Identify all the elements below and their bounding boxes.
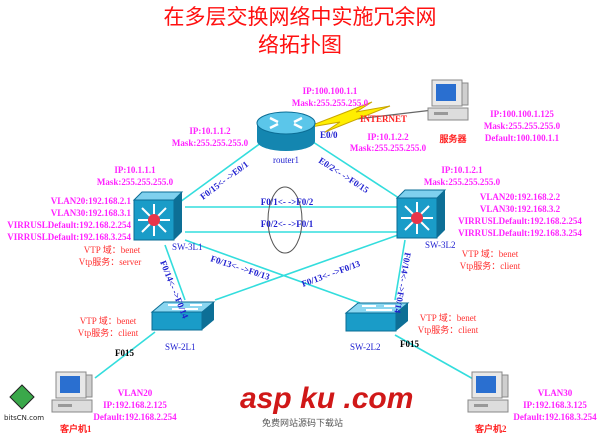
client2-default: Default:192.168.3.254 bbox=[513, 412, 597, 422]
sw2l1-name: SW-2L1 bbox=[165, 342, 196, 352]
sw3l1-ip: IP:10.1.1.1 bbox=[114, 165, 156, 175]
client1-vlan: VLAN20 bbox=[118, 388, 153, 398]
server-mask: Mask:255.255.255.0 bbox=[484, 121, 561, 131]
router-right-ip: IP:10.1.2.2 bbox=[367, 132, 409, 142]
etherchannel-ellipse bbox=[267, 186, 303, 254]
sw3l1-mask: Mask:255.255.255.0 bbox=[97, 177, 174, 187]
client2-pc-icon bbox=[467, 371, 509, 413]
sw3l2-vtp-mode: Vtp服务：client bbox=[460, 260, 521, 271]
port-label-router-sw3l1: F0/15<- ->E0/1 bbox=[198, 159, 250, 202]
link-sw2l2-client2 bbox=[394, 334, 476, 381]
sw3l1-vlan30: VLAN30:192.168.3.1 bbox=[51, 208, 132, 218]
client1-pc-icon bbox=[51, 371, 93, 413]
sw3l1-vrrp1: VIRRUSLDefault:192.168.2.254 bbox=[7, 220, 131, 230]
bitscn-watermark-logo: bitsCN.com bbox=[4, 384, 44, 422]
sw3l2-vrrp1: VIRRUSLDefault:192.168.2.254 bbox=[458, 216, 582, 226]
router-e00-port: E0/0 bbox=[320, 130, 338, 140]
client2-vlan: VLAN30 bbox=[538, 388, 573, 398]
diagram-title-line1: 在多层交换网络中实施冗余网 bbox=[164, 5, 437, 29]
server-name: 服务器 bbox=[439, 133, 467, 144]
sw3l2-switch-icon bbox=[396, 189, 446, 239]
sw2l1-vtp-domain: VTP 域：benet bbox=[80, 315, 137, 326]
router-left-ip: IP:10.1.1.2 bbox=[189, 126, 231, 136]
client2-name: 客户机2 bbox=[474, 423, 507, 434]
client1-default: Default:192.168.2.254 bbox=[93, 412, 177, 422]
aspku-watermark-logo: asp ku .com 免费网站源码下载站 bbox=[240, 382, 413, 429]
sw2l2-port: F015 bbox=[400, 339, 419, 349]
router-right-mask: Mask:255.255.255.0 bbox=[350, 143, 427, 153]
link-sw3l1-sw2l2 bbox=[184, 239, 361, 304]
sw3l2-vlan20: VLAN20:192.168.2.2 bbox=[480, 192, 561, 202]
bitscn-watermark-text: bitsCN.com bbox=[4, 414, 44, 422]
sw3l2-vlan30: VLAN30:192.168.3.2 bbox=[480, 204, 561, 214]
router-icon bbox=[256, 111, 316, 151]
sw3l2-ip: IP:10.1.2.1 bbox=[441, 165, 483, 175]
client2-ip: IP:192.168.3.125 bbox=[523, 400, 587, 410]
link-sw2l1-client1 bbox=[94, 331, 156, 379]
port-label-trunk2: F0/2<- ->F0/1 bbox=[261, 219, 314, 229]
sw3l1-name: SW-3L1 bbox=[172, 242, 203, 252]
sw3l1-vtp-mode: Vtp服务：server bbox=[79, 256, 142, 267]
sw2l2-name: SW-2L2 bbox=[350, 342, 381, 352]
sw3l2-name: SW-3L2 bbox=[425, 240, 456, 250]
sw3l1-vrrp2: VIRRUSLDefault:192.168.3.254 bbox=[7, 232, 131, 242]
router-name: router1 bbox=[273, 155, 299, 165]
sw2l2-vtp-mode: Vtp服务：client bbox=[418, 324, 479, 335]
sw2l1-vtp-mode: Vtp服务：client bbox=[78, 327, 139, 338]
internet-label: INTERNET bbox=[360, 114, 407, 124]
router-wan-mask: Mask:255.255.255.0 bbox=[292, 98, 369, 108]
server-ip: IP:100.100.1.125 bbox=[490, 109, 554, 119]
sw3l2-vrrp2: VIRRUSLDefault:192.168.3.254 bbox=[458, 228, 582, 238]
router-left-mask: Mask:255.255.255.0 bbox=[172, 138, 249, 148]
link-router-sw3l1 bbox=[179, 139, 266, 203]
sw2l1-port: F015 bbox=[115, 348, 134, 358]
link-sw3l1-sw2l1 bbox=[164, 244, 186, 301]
sw3l1-vtp-domain: VTP 域：benet bbox=[84, 244, 141, 255]
client1-ip: IP:192.168.2.125 bbox=[103, 400, 167, 410]
sw3l1-switch-icon bbox=[133, 191, 183, 241]
sw3l2-vtp-domain: VTP 域：benet bbox=[462, 248, 519, 259]
link-router-sw3l2 bbox=[309, 139, 406, 203]
port-label-cross2: F0/13<- ->F0/13 bbox=[300, 258, 362, 289]
router-wan-ip: IP:100.100.1.1 bbox=[303, 86, 358, 96]
sw2l2-vtp-domain: VTP 域：benet bbox=[420, 312, 477, 323]
sw3l2-mask: Mask:255.255.255.0 bbox=[424, 177, 501, 187]
port-label-trunk1: F0/1<- ->F0/2 bbox=[261, 197, 314, 207]
aspku-watermark-subtext: 免费网站源码下载站 bbox=[262, 417, 343, 429]
link-sw3l2-sw2l1 bbox=[214, 234, 399, 301]
sw3l1-vlan20: VLAN20:192.168.2.1 bbox=[51, 196, 132, 206]
internet-lightning-icon bbox=[304, 101, 391, 133]
client1-name: 客户机1 bbox=[59, 423, 92, 434]
port-label-sw3l2-sw2l2: F0/14<- ->F0/14 bbox=[392, 252, 413, 315]
aspku-watermark-text: asp ku .com bbox=[240, 382, 413, 415]
link-sw3l2-sw2l2 bbox=[394, 239, 406, 301]
diagram-title-line2: 络拓扑图 bbox=[258, 33, 342, 57]
server-pc-icon bbox=[427, 79, 469, 121]
server-default: Default:100.100.1.1 bbox=[485, 133, 560, 143]
